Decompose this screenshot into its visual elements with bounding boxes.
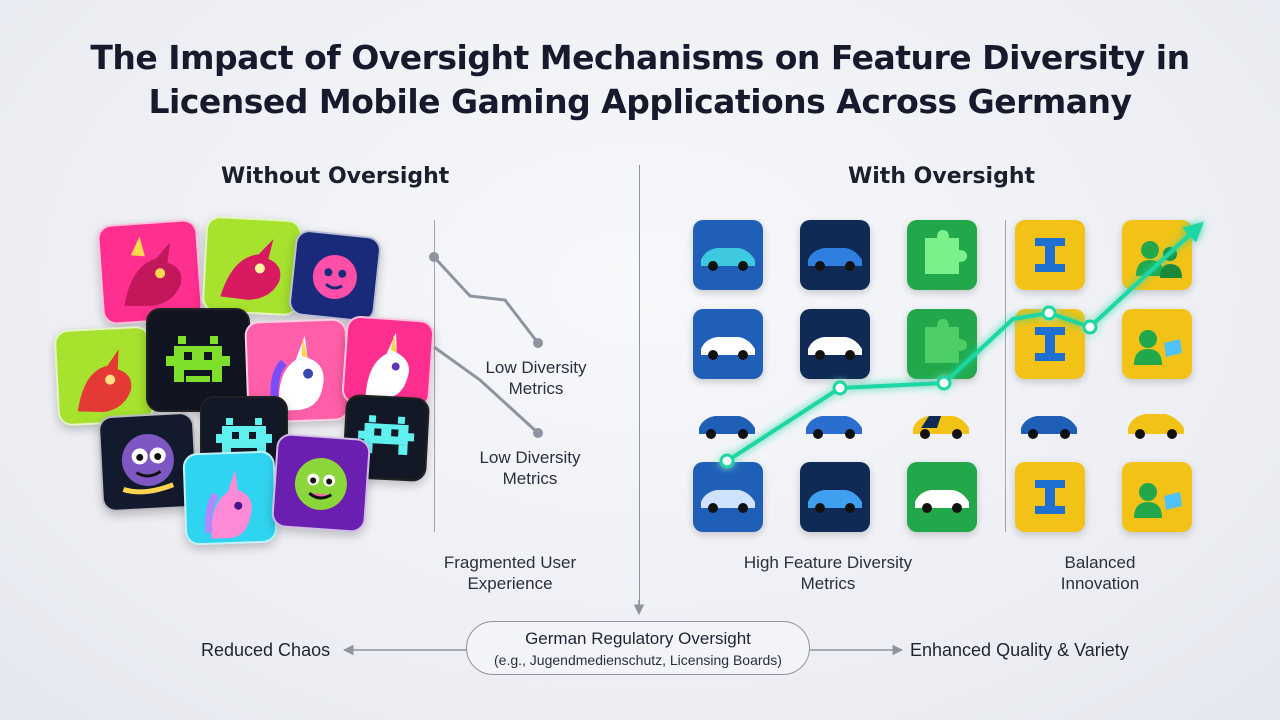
monster-icon bbox=[270, 432, 372, 534]
car-icon bbox=[693, 220, 763, 290]
fragmented-ux-label: Fragmented User Experience bbox=[443, 553, 577, 593]
trend-point bbox=[832, 380, 848, 396]
title-line-1: The Impact of Oversight Mechanisms on Fe… bbox=[90, 38, 1190, 77]
people-icon bbox=[1122, 462, 1192, 532]
car-icon bbox=[800, 220, 870, 290]
car-icon bbox=[907, 404, 977, 444]
unicorn-icon bbox=[182, 450, 278, 546]
heading-with-oversight: With Oversight bbox=[848, 164, 1036, 189]
car-icon bbox=[907, 462, 977, 532]
car-icon bbox=[693, 404, 763, 444]
dragon-icon bbox=[96, 218, 204, 326]
car-icon bbox=[693, 309, 763, 379]
car-icon bbox=[1015, 404, 1085, 444]
oversight-examples: (e.g., Jugendmedienschutz, Licensing Boa… bbox=[494, 652, 782, 668]
center-divider bbox=[639, 165, 640, 605]
heading-without-oversight: Without Oversight bbox=[221, 164, 450, 189]
car-icon bbox=[1122, 404, 1192, 444]
gate-icon bbox=[1015, 309, 1085, 379]
oversight-title: German Regulatory Oversight bbox=[525, 629, 751, 648]
right-divider bbox=[1005, 220, 1006, 532]
dragon-icon bbox=[201, 215, 303, 317]
car-icon bbox=[800, 462, 870, 532]
unicorn-icon bbox=[341, 315, 435, 409]
trend-point bbox=[1082, 319, 1098, 335]
left-divider bbox=[434, 220, 435, 532]
declining-line-1 bbox=[432, 255, 540, 344]
low-diversity-label-1: Low Diversity Metrics bbox=[485, 358, 587, 398]
gate-icon bbox=[1015, 220, 1085, 290]
balanced-innovation-label: Balanced Innovation bbox=[1060, 553, 1140, 593]
enhanced-quality-label: Enhanced Quality & Variety bbox=[910, 640, 1129, 660]
low-diversity-label-2: Low Diversity Metrics bbox=[479, 448, 581, 488]
car-icon bbox=[800, 404, 870, 444]
trend-point bbox=[533, 428, 543, 438]
alien-blob-icon bbox=[287, 228, 383, 324]
monster-icon bbox=[97, 411, 199, 513]
people-icon bbox=[1122, 220, 1192, 290]
trend-point bbox=[533, 338, 543, 348]
car-icon bbox=[800, 309, 870, 379]
reduced-chaos-label: Reduced Chaos bbox=[201, 640, 331, 660]
low-diversity-trend bbox=[429, 252, 543, 438]
title-line-2: Licensed Mobile Gaming Applications Acro… bbox=[148, 82, 1132, 121]
puzzle-icon bbox=[907, 220, 977, 290]
gate-icon bbox=[1015, 462, 1085, 532]
high-diversity-label: High Feature Diversity Metrics bbox=[743, 553, 913, 593]
puzzle-icon bbox=[907, 309, 977, 379]
dragon-icon bbox=[53, 325, 155, 427]
page-title: The Impact of Oversight Mechanisms on Fe… bbox=[0, 36, 1280, 124]
car-icon bbox=[693, 462, 763, 532]
people-icon bbox=[1122, 309, 1192, 379]
space-invader-icon bbox=[146, 308, 250, 412]
regulatory-oversight-box: German Regulatory Oversight (e.g., Jugen… bbox=[466, 621, 810, 675]
